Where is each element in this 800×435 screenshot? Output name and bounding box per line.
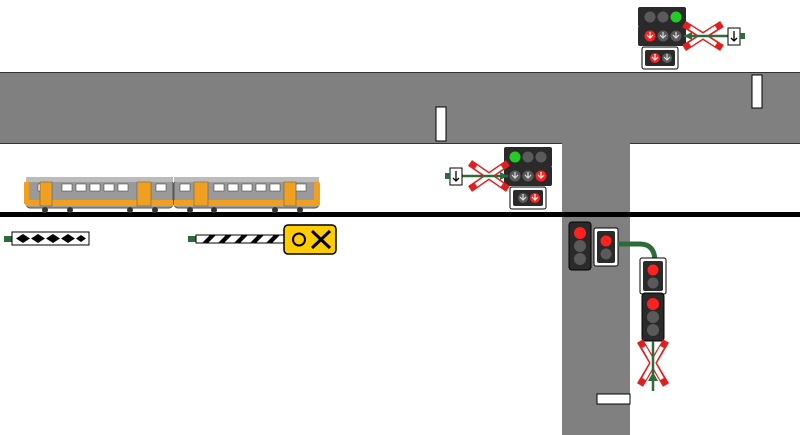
barrier-arm xyxy=(188,234,287,244)
railway-track xyxy=(0,212,800,217)
road-signal-right-tall xyxy=(641,292,665,342)
vertical-road-upper xyxy=(562,144,630,216)
horizontal-road xyxy=(0,72,800,144)
road-marking xyxy=(596,393,631,405)
crossbuck-lower-right xyxy=(636,339,670,391)
train xyxy=(24,177,320,213)
train-car xyxy=(24,177,174,213)
road-marking xyxy=(435,106,447,142)
road-marking xyxy=(751,74,763,109)
road-signal-small xyxy=(593,227,619,267)
road-signal-left xyxy=(568,221,592,271)
crossbuck-middle xyxy=(445,160,510,192)
diamond-board xyxy=(4,231,90,246)
road-signal-right-small xyxy=(639,257,667,295)
middle-signal xyxy=(504,147,552,210)
crossbuck-x-icon xyxy=(283,224,337,255)
train-car xyxy=(173,177,320,213)
upper-road-signal xyxy=(638,7,686,70)
crossbuck-top-right xyxy=(682,21,745,51)
